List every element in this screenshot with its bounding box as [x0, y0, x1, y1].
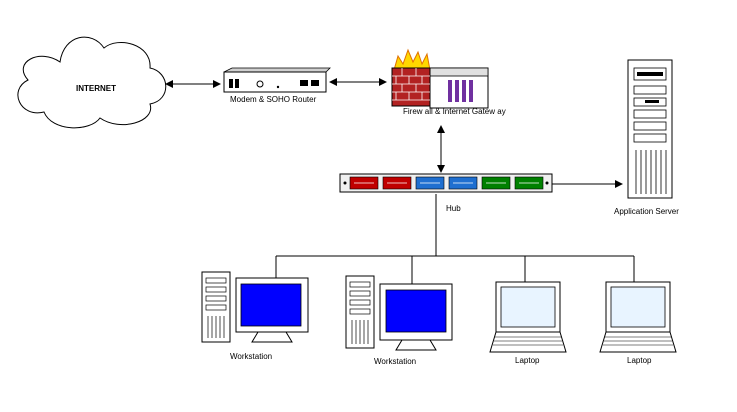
laptop-icon — [489, 281, 567, 353]
server-tower-icon — [627, 59, 673, 199]
connections — [165, 78, 635, 284]
workstation-icon — [201, 271, 309, 343]
internet-label: INTERNET — [76, 84, 116, 93]
workstation-label: Workstation — [374, 357, 417, 366]
workstation-label: Workstation — [230, 352, 273, 361]
server-label: Application Server — [614, 207, 679, 216]
laptop-label: Laptop — [627, 356, 652, 365]
router-label: Modem & SOHO Router — [230, 95, 317, 104]
firewall-icon — [391, 48, 489, 109]
laptop-icon — [599, 281, 677, 353]
hub-icon — [339, 173, 553, 193]
firewall-label: Firew all & Internet Gatew ay — [403, 107, 506, 116]
router-icon — [223, 67, 331, 93]
workstation-icon — [345, 275, 453, 351]
laptop-label: Laptop — [515, 356, 540, 365]
hub-label: Hub — [446, 204, 461, 213]
cloud-icon — [17, 36, 167, 129]
